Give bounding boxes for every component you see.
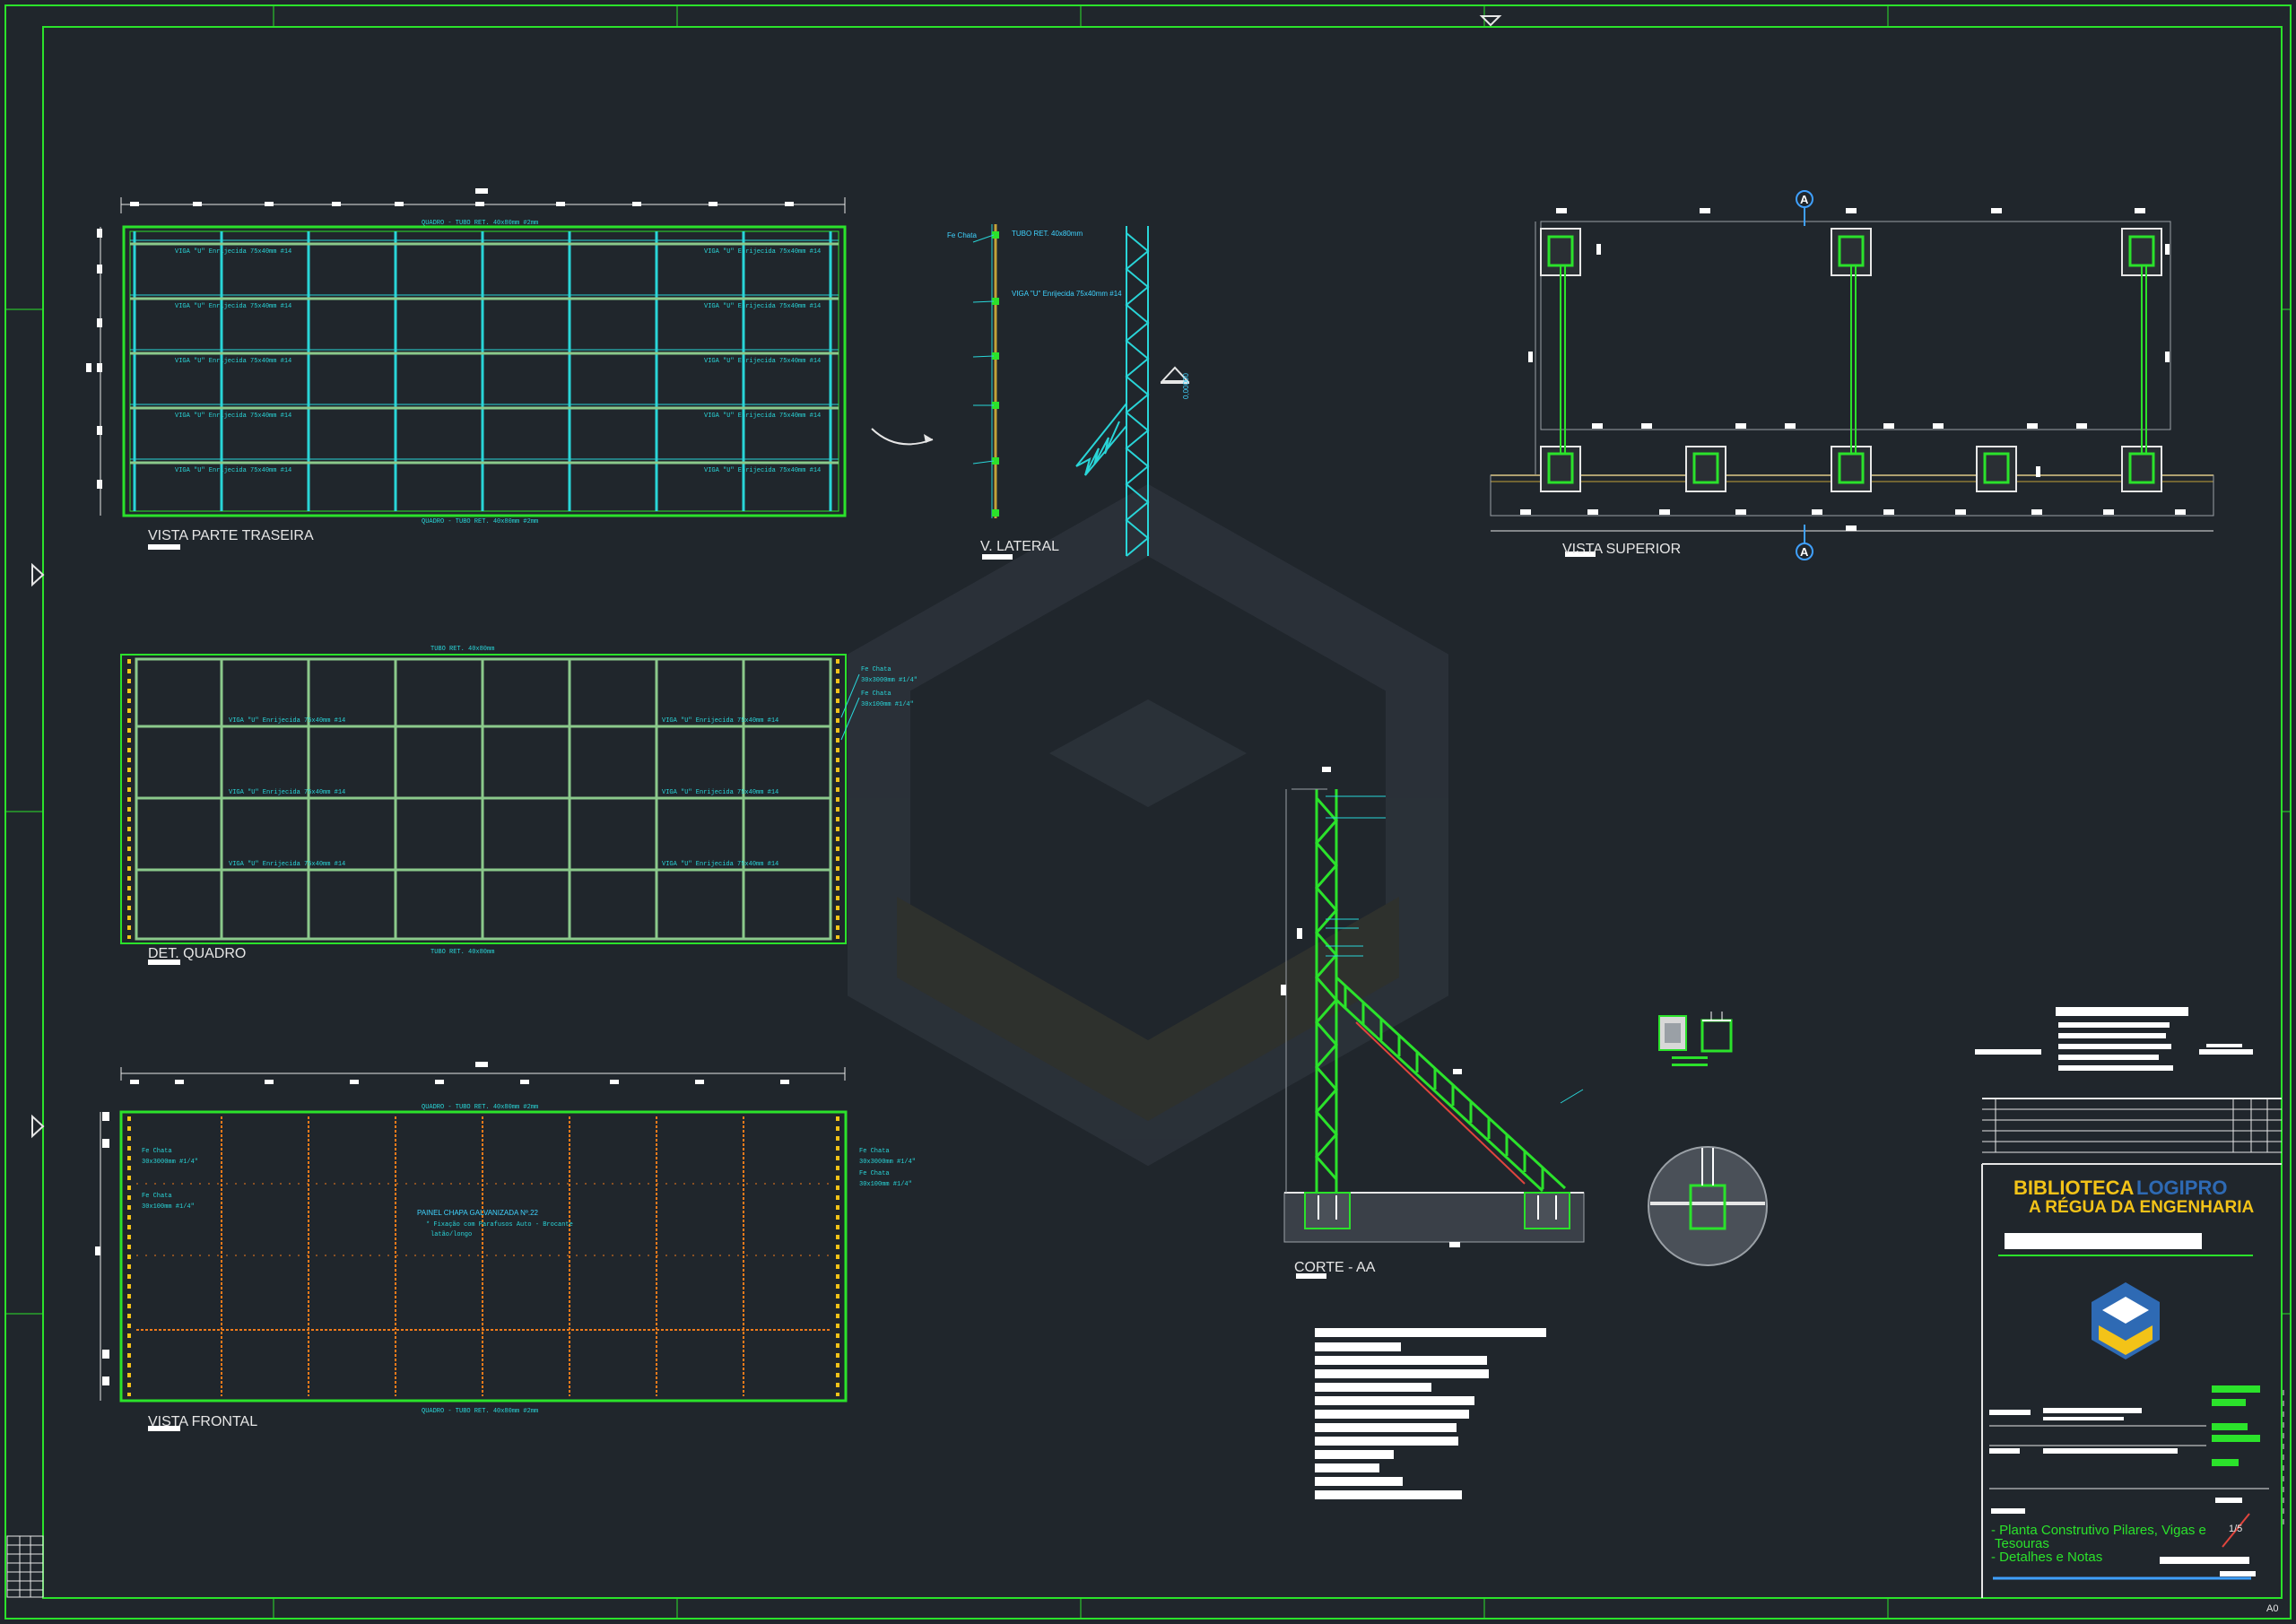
section-mark-top-label: A <box>1800 193 1809 206</box>
logo-word-1: BIBLIOTECA <box>2013 1177 2135 1199</box>
front-flat-bar-label-4: Fe Chata <box>859 1170 890 1177</box>
logo-word-2: LOGIPRO <box>2136 1177 2227 1199</box>
rear-vtube-note-5: VIGA "U" Enrijecida 75x40mm #14 <box>175 467 291 474</box>
front-bottom-tube-note: QUADRO - TUBO RET. 40x80mm #2mm <box>422 1408 538 1415</box>
frame-flat-bar-label-1: Fe Chata <box>861 666 891 673</box>
center-mark-left <box>31 562 45 587</box>
top-view-drawing <box>1490 190 2214 560</box>
top-view-title: VISTA SUPERIOR <box>1562 542 1681 557</box>
front-flat-bar-size-3: 30x3000mm #1/4" <box>859 1159 916 1166</box>
frame-vtube-note-4: VIGA "U" Enrijecida 75x40mm #14 <box>662 717 778 725</box>
front-panel-note-2: * Fixação com Parafusos Auto - Brocante <box>426 1221 573 1229</box>
front-flat-bar-label-3: Fe Chata <box>859 1148 890 1155</box>
lateral-level-mark: 0,00000 <box>1182 373 1190 399</box>
section-mark-bottom-label: A <box>1800 545 1809 559</box>
rear-vtube-note-1: VIGA "U" Enrijecida 75x40mm #14 <box>175 248 291 256</box>
sheet-number: 1/5 <box>2229 1524 2242 1534</box>
lateral-view-title: V. LATERAL <box>980 539 1059 554</box>
frame-flat-bar-size-1: 30x3000mm #1/4" <box>861 677 918 684</box>
lateral-view-drawing <box>871 224 1190 560</box>
section-aa-drawing <box>1281 767 1585 1279</box>
rear-view-drawing <box>86 188 847 550</box>
frame-vtube-note-5: VIGA "U" Enrijecida 75x40mm #14 <box>662 789 778 796</box>
section-mark-top <box>1796 190 1813 226</box>
rear-vtube-note-4: VIGA "U" Enrijecida 75x40mm #14 <box>175 413 291 420</box>
section-mark-bottom <box>1796 525 1813 560</box>
frame-vtube-note-2: VIGA "U" Enrijecida 75x40mm #14 <box>229 789 345 796</box>
front-flat-bar-size-1: 30x3000mm #1/4" <box>142 1159 198 1166</box>
section-aa-title: CORTE - AA <box>1294 1260 1376 1275</box>
rear-vtube-note-8: VIGA "U" Enrijecida 75x40mm #14 <box>704 358 821 365</box>
watermark-logo <box>848 483 1448 1167</box>
rear-view-title: VISTA PARTE TRASEIRA <box>148 528 314 543</box>
title-item-3: - Detalhes e Notas <box>1991 1550 2102 1565</box>
rear-bottom-tube-note: QUADRO - TUBO RET. 40x80mm #2mm <box>422 518 538 525</box>
sheet-border <box>4 4 2292 1620</box>
frame-top-tube-note: TUBO RET. 40x80mm <box>430 646 494 653</box>
title-block <box>1975 1007 2284 1598</box>
frame-flat-bar-label-2: Fe Chata <box>861 690 891 698</box>
front-view-title: VISTA FRONTAL <box>148 1414 257 1429</box>
front-view-drawing <box>95 1062 848 1431</box>
frame-bottom-tube-note: TUBO RET. 40x80mm <box>430 949 494 956</box>
front-flat-bar-label-1: Fe Chata <box>142 1148 172 1155</box>
lateral-vtube-note-2: VIGA "U" Enrijecida 75x40mm #14 <box>1012 290 1122 298</box>
frame-detail-title: DET. QUADRO <box>148 946 246 961</box>
front-flat-bar-size-2: 30x100mm #1/4" <box>142 1203 195 1211</box>
front-flat-bar-label-2: Fe Chata <box>142 1193 172 1200</box>
title-item-2: Tesouras <box>1995 1536 2049 1551</box>
frame-vtube-note-6: VIGA "U" Enrijecida 75x40mm #14 <box>662 861 778 868</box>
rear-vtube-note-9: VIGA "U" Enrijecida 75x40mm #14 <box>704 413 821 420</box>
sheet-size: A0 <box>2266 1603 2278 1614</box>
center-mark-top <box>1479 15 1502 27</box>
center-mark-left-2 <box>31 1114 45 1139</box>
rear-vtube-note-2: VIGA "U" Enrijecida 75x40mm #14 <box>175 303 291 310</box>
lateral-flat-bar-note-1: Fe Chata <box>947 231 977 239</box>
rear-vtube-note-10: VIGA "U" Enrijecida 75x40mm #14 <box>704 467 821 474</box>
rear-vtube-note-7: VIGA "U" Enrijecida 75x40mm #14 <box>704 303 821 310</box>
rear-vtube-note-6: VIGA "U" Enrijecida 75x40mm #14 <box>704 248 821 256</box>
logo-tagline: A RÉGUA DA ENGENHARIA <box>2029 1197 2255 1217</box>
revision-stamp <box>6 1535 44 1598</box>
front-panel-note-3: latão/longo <box>430 1231 472 1238</box>
frame-flat-bar-size-2: 30x100mm #1/4" <box>861 701 914 708</box>
title-item-1: - Planta Construtivo Pilares, Vigas e <box>1991 1523 2206 1538</box>
front-flat-bar-size-4: 30x100mm #1/4" <box>859 1181 912 1188</box>
rear-top-tube-note: QUADRO - TUBO RET. 40x80mm #2mm <box>422 220 538 227</box>
frame-vtube-note-1: VIGA "U" Enrijecida 75x40mm #14 <box>229 717 345 725</box>
front-top-tube-note: QUADRO - TUBO RET. 40x80mm #2mm <box>422 1104 538 1111</box>
logo-mark <box>2092 1282 2160 1359</box>
notes-block <box>1315 1328 1546 1499</box>
lateral-vtube-note-1: TUBO RET. 40x80mm <box>1012 230 1083 238</box>
frame-vtube-note-3: VIGA "U" Enrijecida 75x40mm #14 <box>229 861 345 868</box>
rear-vtube-note-3: VIGA "U" Enrijecida 75x40mm #14 <box>175 358 291 365</box>
frame-detail-drawing <box>120 654 860 965</box>
front-panel-note-1: PAINEL CHAPA GALVANIZADA Nº.22 <box>417 1209 539 1217</box>
anchor-detail-drawing <box>1648 1012 1768 1266</box>
